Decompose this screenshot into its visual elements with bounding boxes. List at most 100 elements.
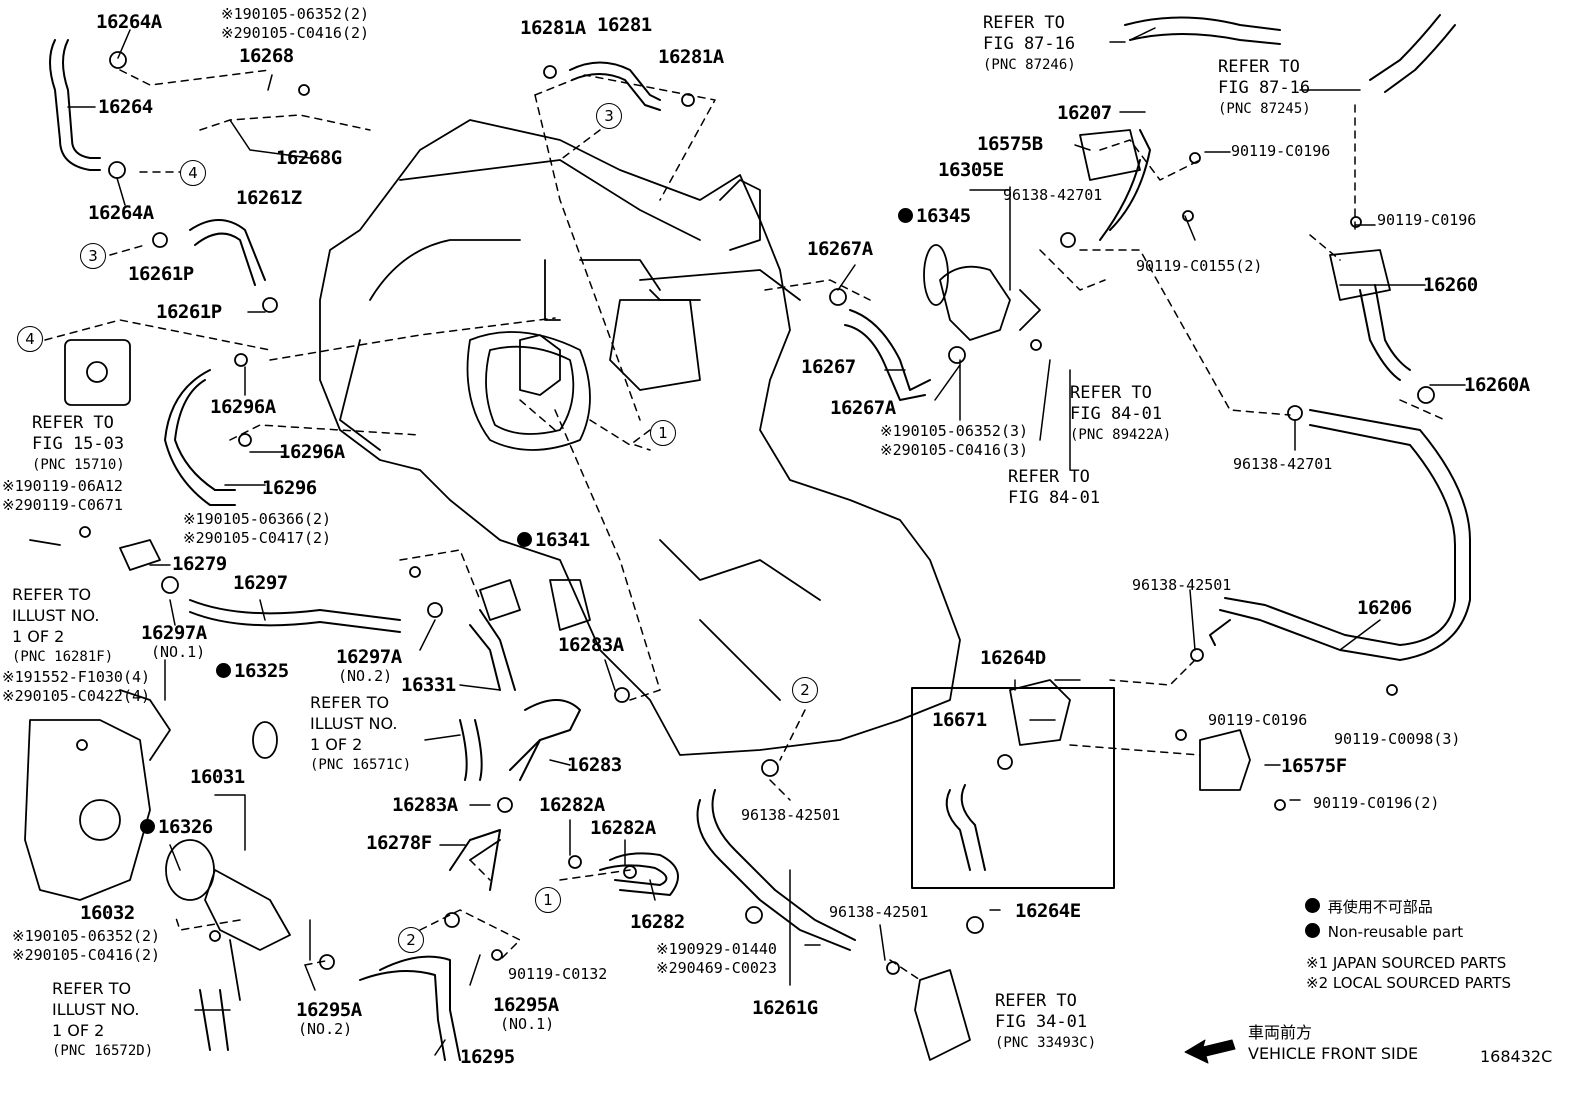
reference-note-line: REFER TO [52,979,132,998]
reference-note-line: FIG 84-01 [1008,488,1101,508]
part-16267A: 16267A [830,397,896,419]
non-reusable-dot-icon [216,663,231,678]
fastener-number: ※290105-C0416(2) [12,946,161,964]
part-16264E: 16264E [1015,900,1081,922]
part-16325-number: 16325 [234,660,289,682]
fastener-number: ※290105-C0416(3) [880,441,1029,459]
part-16281A: 16281A [520,17,586,39]
fastener-number: 90119-C0196 [1377,211,1477,229]
part-16261Z: 16261Z [236,187,302,209]
part-16331: 16331 [401,674,456,696]
callout-1: 1 [650,420,676,446]
part-16207: 16207 [1057,102,1112,124]
reference-note: REFER TO ILLUST NO. 1 OF 2 (PNC 16571C) [310,692,411,776]
part-16268: 16268 [239,45,294,67]
fastener-number: 90119-C0196 [1208,711,1308,729]
part-16282A: 16282A [539,794,605,816]
reference-note: REFER TO ILLUST NO. 1 OF 2 (PNC 16572D) [52,978,153,1062]
part-16575F: 16575F [1281,755,1347,777]
reference-note-line: REFER TO [12,585,92,604]
reference-note-line: ILLUST NO. [52,1000,140,1019]
part-16283A: 16283A [392,794,458,816]
part-16295A-no1-note: (NO.1) [500,1015,555,1033]
non-reusable-dot-icon [140,819,155,834]
reference-note-pnc: (PNC 16572D) [52,1043,154,1059]
part-16325: 16325 [216,661,289,681]
legend-text: Non-reusable part [1327,923,1464,941]
fastener-number: ※190105-06352(2) [12,927,161,945]
part-16282A: 16282A [590,817,656,839]
hoses [49,14,1471,1061]
fastener-number: ※290469-C0023 [656,959,777,977]
fastener-number: 96138-42701 [1003,186,1103,204]
part-16296A: 16296A [279,441,345,463]
part-16032: 16032 [80,902,135,924]
illustration-code: 168432C [1480,1047,1553,1066]
part-16261P: 16261P [156,301,222,323]
fastener-number: ※290105-C0417(2) [183,529,332,547]
part-16295A-no2: 16295A [296,999,362,1021]
part-16295A-no2-note: (NO.2) [298,1020,353,1038]
part-16296: 16296 [262,477,317,499]
part-16282: 16282 [630,911,685,933]
callout-2: 2 [398,927,424,953]
group-box-16264D [911,687,1115,889]
leader-lines [67,27,1466,1056]
part-16281A: 16281A [658,46,724,68]
fastener-number: 96138-42501 [741,806,841,824]
reference-note-line: ILLUST NO. [310,714,398,733]
legend-nonreuse-jp: 再使用不可部品 [1305,897,1433,917]
reference-note-line: 1 OF 2 [12,627,65,646]
fastener-number: ※190105-06352(3) [880,422,1029,440]
reference-note: REFER TO FIG 84-01 [1008,467,1100,509]
fastener-number: ※290119-C0671 [2,496,123,514]
legend-nonreuse: Non-reusable part [1305,922,1463,942]
part-16305E: 16305E [938,159,1004,181]
reference-note-line: 1 OF 2 [52,1021,105,1040]
reference-note-line: REFER TO [983,13,1065,33]
reference-note: REFER TO FIG 15-03 (PNC 15710) [32,413,125,476]
fastener-number: ※190929-01440 [656,940,777,958]
part-16278F: 16278F [366,832,432,854]
vehicle-front-jp: 車両前方 [1248,1023,1313,1042]
part-16261G: 16261G [752,997,818,1019]
reference-note-pnc: (PNC 16571C) [310,757,412,773]
part-16264: 16264 [98,96,153,118]
part-16264A: 16264A [88,202,154,224]
part-16671: 16671 [932,709,987,731]
callout-4: 4 [180,160,206,186]
reference-note-pnc: (PNC 87246) [983,57,1076,73]
part-16297: 16297 [233,572,288,594]
part-16283: 16283 [567,754,622,776]
fastener-number: ※290105-C0422(4) [2,687,151,705]
callout-4: 4 [17,326,43,352]
reference-note: REFER TO ILLUST NO. 1 OF 2 (PNC 16281F) [12,584,113,668]
reference-note-pnc: (PNC 89422A) [1070,427,1172,443]
reference-note-line: REFER TO [32,413,114,433]
fastener-number: 90119-C0196(2) [1313,794,1440,812]
non-reusable-dot-icon [517,532,532,547]
reference-note: REFER TO FIG 87-16 (PNC 87245) [1218,57,1311,120]
reference-note-line: FIG 34-01 [995,1012,1088,1032]
fastener-number: 90119-C0132 [508,965,608,983]
reference-note-line: REFER TO [1008,467,1090,487]
reference-note-line: FIG 87-16 [983,34,1076,54]
fastener-number: 90119-C0155(2) [1136,257,1263,275]
part-16326-number: 16326 [158,816,213,838]
fastener-number: 96138-42701 [1233,455,1333,473]
part-16345-number: 16345 [916,205,971,227]
legend-text: 再使用不可部品 [1327,898,1433,916]
reference-note-pnc: (PNC 16281F) [12,649,114,665]
reference-note-pnc: (PNC 87245) [1218,101,1311,117]
reference-note-line: 1 OF 2 [310,735,363,754]
part-16296A: 16296A [210,396,276,418]
part-16264A: 16264A [96,11,162,33]
reference-note-line: REFER TO [1070,383,1152,403]
part-16297A-no2-note: (NO.2) [338,667,393,685]
reference-note: REFER TO FIG 84-01 (PNC 89422A) [1070,383,1171,446]
components [24,51,1435,1061]
part-16268G: 16268G [276,147,342,169]
legend-local: ※2 LOCAL SOURCED PARTS [1306,974,1511,992]
part-16295A-no1: 16295A [493,994,559,1016]
